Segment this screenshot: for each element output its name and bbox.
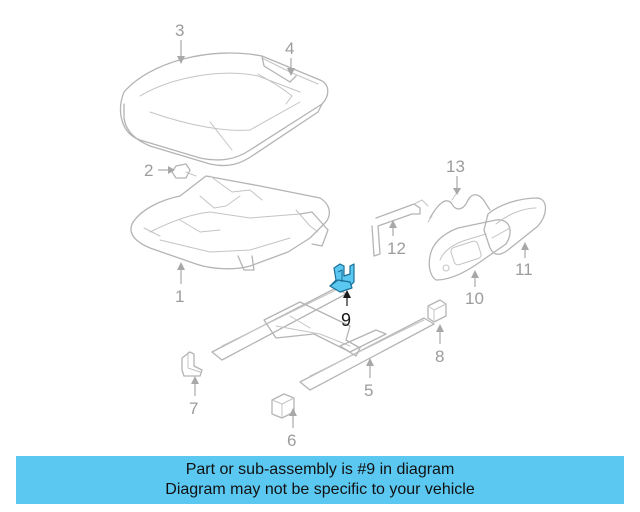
banner-line-2: Diagram may not be specific to your vehi…: [165, 481, 475, 498]
callout-5: 5: [364, 381, 373, 400]
callout-9: 9: [341, 310, 351, 330]
callout-7: 7: [189, 399, 198, 418]
callout-10: 10: [465, 289, 484, 308]
callout-4: 4: [285, 39, 294, 58]
track-end-cap-right[interactable]: [427, 299, 447, 323]
callout-11: 11: [515, 260, 533, 279]
seat-cushion-pad[interactable]: [119, 52, 329, 167]
side-cover[interactable]: [483, 197, 547, 255]
callout-2: 2: [144, 161, 153, 180]
callout-8: 8: [435, 347, 444, 366]
part-9-bracket[interactable]: [329, 263, 355, 293]
callout-3: 3: [175, 21, 184, 40]
seat-frame[interactable]: [130, 175, 331, 271]
link-rod[interactable]: [371, 199, 429, 257]
parts-diagram: 3 4 2 1 13 12 10 11 8 5 7 6 9: [119, 21, 547, 450]
banner-line-1: Part or sub-assembly is #9 in diagram: [185, 461, 455, 478]
track-cover-front[interactable]: [181, 351, 203, 377]
side-shield[interactable]: [428, 219, 511, 281]
callout-6: 6: [287, 431, 296, 450]
callout-13: 13: [446, 157, 465, 176]
bolt[interactable]: [171, 163, 197, 179]
info-banner: Part or sub-assembly is #9 in diagram Di…: [16, 456, 624, 504]
wire-harness[interactable]: [427, 193, 491, 223]
seat-track[interactable]: [211, 287, 435, 391]
callout-12: 12: [387, 239, 406, 258]
callout-1: 1: [175, 287, 184, 306]
